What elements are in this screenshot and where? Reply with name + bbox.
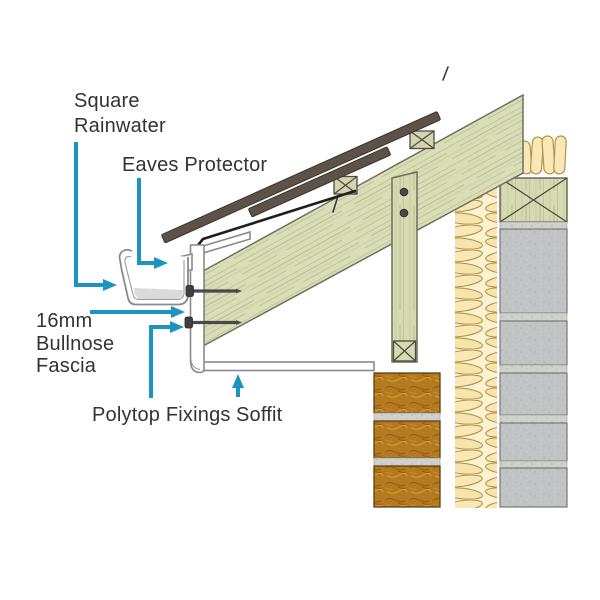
arrow-eaves-protector [137, 178, 154, 265]
gutter-shading [134, 288, 183, 300]
block [499, 320, 568, 366]
brick [373, 465, 441, 508]
label-fascia-line2: Bullnose [36, 333, 114, 355]
mortar-joint [499, 221, 568, 230]
polytop-fixing-screws [184, 285, 242, 329]
label-fascia-line1: 16mm [36, 310, 92, 332]
arrowhead-square-rainwater [103, 279, 117, 291]
soffit-board [201, 361, 375, 372]
arrow-square-rainwater [74, 142, 103, 287]
tile-battens [161, 66, 449, 244]
arrowhead-bullnose-fascia [171, 306, 185, 318]
block [499, 422, 568, 462]
brick [373, 420, 441, 459]
mortar-joint [373, 412, 441, 422]
label-square-rainwater-line2: Rainwater [74, 115, 166, 137]
block [499, 372, 568, 416]
label-fascia-line3: Fascia [36, 355, 97, 377]
callout-arrows [74, 142, 244, 398]
loft-insulation [518, 135, 567, 175]
mortar-joint [499, 364, 568, 374]
roof-tile [248, 146, 391, 218]
bolt [399, 187, 409, 197]
screw-tip [236, 288, 242, 294]
mortar-joint [499, 312, 568, 322]
block [499, 467, 568, 508]
arrow-polytop-fixings [149, 325, 170, 398]
fascia-board [189, 244, 205, 374]
cavity-insulation [455, 183, 497, 508]
gutter-inner-profile [124, 255, 185, 301]
arrowhead-soffit [232, 374, 244, 388]
label-eaves-protector: Eaves Protector [122, 154, 267, 176]
inner-leaf-blockwork [499, 177, 568, 508]
roof-tile [161, 111, 441, 244]
arrowhead-polytop-fixings [170, 321, 184, 333]
label-polytop-fixings: Polytop Fixings [92, 404, 231, 426]
label-square-rainwater-line1: Square [74, 90, 140, 112]
arrowhead-eaves-protector [154, 257, 168, 269]
label-soffit: Soffit [236, 404, 283, 426]
batten-section [409, 130, 435, 150]
batten-nail [332, 66, 449, 213]
mortar-joint [499, 460, 568, 469]
screw-tip [236, 320, 242, 325]
mortar-joint [499, 414, 568, 424]
square-gutter [118, 248, 189, 306]
mortar-joint [373, 457, 441, 467]
wall-plate-section-mark [499, 177, 568, 223]
brick [373, 372, 441, 414]
block [499, 228, 568, 314]
truss-post [391, 171, 418, 363]
outer-leaf-brickwork [373, 372, 441, 508]
labels: Square Rainwater Eaves Protector 16mm Bu… [36, 90, 283, 426]
screw-head [184, 316, 193, 329]
screw-head [185, 285, 194, 297]
bolt [399, 208, 409, 218]
